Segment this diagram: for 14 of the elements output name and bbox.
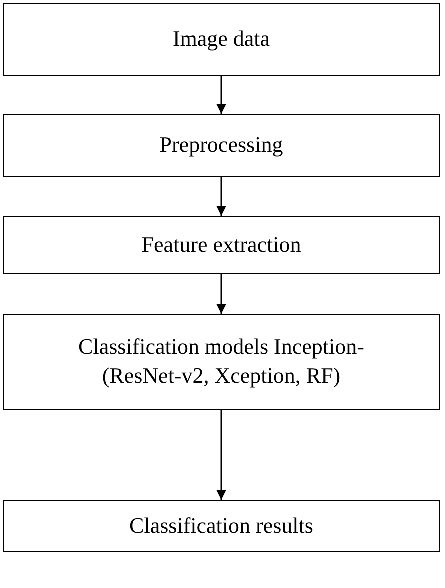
arrow (216, 274, 226, 314)
box-label: Classification models Inception- (ResNet-v2, Xception, RF) (78, 333, 366, 390)
process-box (3, 314, 440, 410)
box-label: Classification results (130, 512, 314, 540)
box-label: Preprocessing (160, 131, 284, 160)
box-label: Image data (172, 25, 270, 54)
process-box (3, 500, 440, 552)
process-box (3, 216, 440, 274)
process-box (3, 3, 440, 76)
arrow (216, 177, 226, 216)
box-label: Feature extraction (142, 230, 302, 259)
arrow (216, 76, 226, 114)
arrow (216, 410, 226, 500)
process-box (3, 114, 440, 177)
